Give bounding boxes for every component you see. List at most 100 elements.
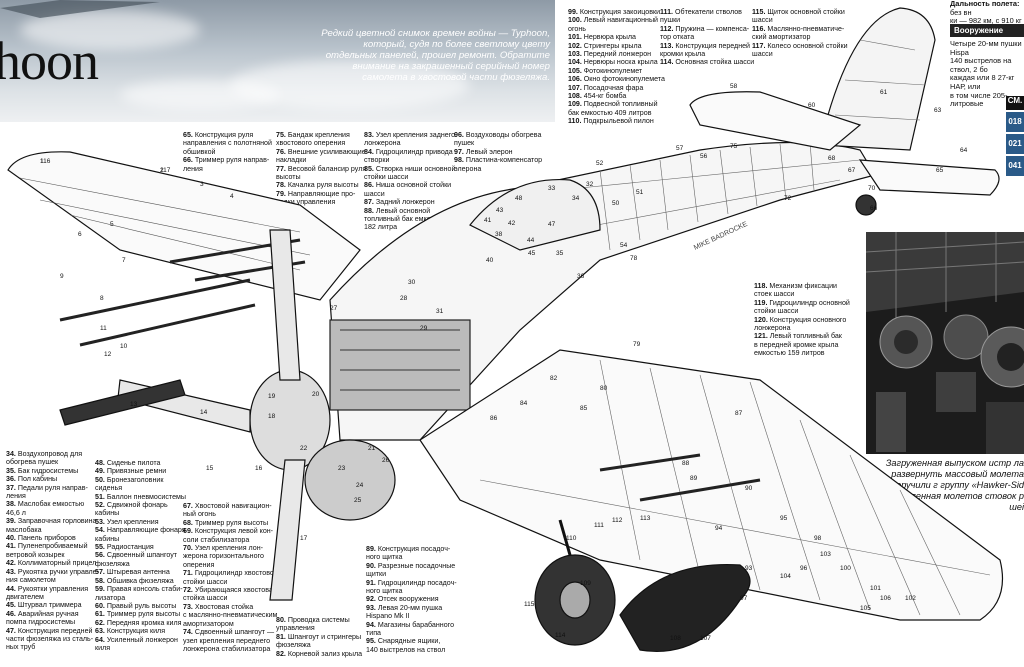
- bomb: [59, 379, 186, 426]
- legend-text: кабины: [95, 534, 120, 543]
- legend-text: Триммер руля высоты: [194, 518, 269, 527]
- legend-number: 44.: [6, 584, 18, 593]
- legend-entry: тор отката: [660, 33, 750, 41]
- legend-text: Панель приборов: [17, 534, 76, 543]
- legend-entry: лонжерона стабилизатора: [183, 645, 279, 653]
- legend-number: 88.: [364, 206, 376, 215]
- callout-number: 109: [580, 580, 591, 587]
- callout-number: 82: [550, 375, 558, 382]
- propeller-blade-top: [269, 229, 301, 381]
- legend-number: 74.: [183, 628, 195, 637]
- callout-number: 2: [160, 167, 164, 174]
- legend-entry: лонжерона: [754, 324, 864, 332]
- callout-number: 8: [100, 295, 104, 302]
- legend-text: оперения: [183, 560, 215, 569]
- legend-entry: ления: [6, 492, 94, 500]
- legend-text: Баллон пневмосистемы: [106, 492, 186, 501]
- legend-text: Подкрыльевой пилон: [583, 117, 654, 126]
- legend-entry: бак емкостью 409 литров: [568, 109, 668, 117]
- legend-text: Конструкция руля: [194, 131, 254, 139]
- legend-entry: 49. Привязные ремни: [95, 467, 183, 475]
- callout-number: 98: [814, 535, 822, 542]
- legend-entry: кабины: [95, 535, 183, 543]
- legend-number: 77.: [276, 164, 288, 173]
- legend-text: Задний лонжерон: [375, 198, 435, 207]
- legend-entry: 36. Пол кабины: [6, 475, 94, 483]
- legend-text: стойки шасси: [364, 173, 409, 182]
- callout-number: 6: [78, 231, 82, 238]
- legend-entry: 102. Стрингеры крыла: [568, 42, 668, 50]
- legend-entry: 61. Триммер руля высоты: [95, 610, 183, 618]
- legend-text: Левый основной: [375, 206, 431, 215]
- legend-number: 59.: [95, 585, 107, 594]
- legend-number: 65.: [183, 131, 195, 139]
- callout-number: 56: [700, 153, 708, 160]
- callout-number: 110: [566, 535, 577, 542]
- callout-number: 40: [486, 257, 494, 264]
- legend-text: щитки: [366, 570, 387, 579]
- legend-text: Гидроцилиндр основной: [769, 298, 850, 307]
- legend-entry: емкостью 159 литров: [754, 349, 864, 357]
- legend-text: Подвесной топливный: [583, 100, 658, 109]
- legend-text: жерона горизонтального: [183, 552, 264, 561]
- callout-number: 114: [555, 632, 566, 639]
- callout-number: 12: [104, 351, 112, 358]
- legend-text: Гидроцилиндр посадоч-: [377, 578, 457, 587]
- callout-number: 50: [612, 200, 620, 207]
- legend-text: Пол кабины: [17, 475, 58, 484]
- legend-text: Привязные ремни: [106, 467, 167, 476]
- legend-text: Стрингеры крыла: [583, 41, 642, 50]
- legend-entry: 109. Подвесной топливный: [568, 100, 668, 108]
- legend-number: 89.: [366, 545, 378, 553]
- legend-text: Конструкция закоицовки: [579, 8, 661, 16]
- legend-entry: 99. Конструкция закоицовки: [568, 8, 668, 16]
- legend-text: стойка шасси: [183, 594, 228, 603]
- callout-number: 26: [382, 457, 390, 464]
- legend-number: 39.: [6, 517, 18, 526]
- legend-text: Конструкция передней: [675, 41, 751, 50]
- legend-text: Направляющие про-: [287, 189, 356, 198]
- callout-number: 38: [495, 231, 503, 238]
- legend-number: 57.: [95, 568, 107, 577]
- legend-number: 115.: [752, 8, 768, 16]
- callout-number: 101: [870, 585, 881, 592]
- legend-entry: 44. Рукоятки управления: [6, 585, 94, 593]
- legend-number: 55.: [95, 543, 107, 552]
- legend-number: 102.: [568, 41, 584, 50]
- legend-entry: двигателем: [6, 593, 94, 601]
- legend-number: 80.: [276, 616, 288, 624]
- callout-number: 90: [745, 485, 753, 492]
- legend-text: шасси: [364, 189, 385, 198]
- legend-number: 54.: [95, 526, 107, 535]
- legend-text: киля: [95, 643, 111, 652]
- callout-number: 60: [808, 102, 816, 109]
- legend-text: Левый навигационный: [583, 16, 659, 25]
- legend-text: Гидроцилиндр хвостовой: [194, 569, 278, 578]
- callout-number: 65: [936, 167, 944, 174]
- photo-aircraft-silhouette: [0, 0, 160, 18]
- legend-text: управления: [276, 624, 315, 633]
- legend-text: Бронезаголовник: [106, 475, 164, 484]
- legend-number: 117.: [752, 41, 768, 50]
- callout-number: 102: [905, 595, 916, 602]
- legend-text: Внешние усиливающие: [287, 147, 366, 156]
- legend-entry: 55. Радиостанция: [95, 543, 183, 551]
- legend-text: шасси: [752, 16, 773, 25]
- callout-number: 4: [230, 193, 234, 200]
- legend-number: 41.: [6, 542, 18, 551]
- legend-text: емкостью 159 литров: [754, 349, 825, 358]
- legend-number: 50.: [95, 475, 107, 484]
- legend-entry: жерона горизонтального: [183, 552, 279, 560]
- legend-text: пушки: [660, 16, 681, 25]
- legend-number: 60.: [95, 601, 107, 610]
- legend-entry: киля: [95, 644, 183, 652]
- legend-entry: ветровой козырек: [6, 551, 94, 559]
- callout-number: 85: [580, 405, 588, 412]
- legend-entry: 37. Педали руля направ-: [6, 484, 94, 492]
- legend-number: 116.: [752, 24, 768, 33]
- legend-text: Радиостанция: [106, 543, 154, 552]
